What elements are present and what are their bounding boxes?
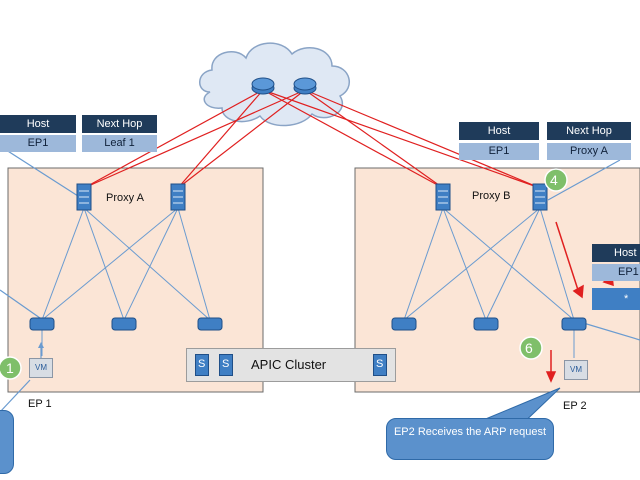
spine-switch-icon [435,183,451,211]
leaf-switch-icon [197,317,223,331]
table-cell-host: EP1 [459,143,539,160]
spine-label-proxy-b: Proxy B [472,190,511,202]
fabric-links-left [41,207,211,356]
server-icon [195,354,209,376]
callout-bubble-cropped [0,410,14,474]
step-6-number: 6 [525,340,533,356]
table-header-next-hop: Next Hop [547,122,631,140]
leaf-switch-icon [391,317,417,331]
router-icon [251,77,275,95]
step-1-badge [0,356,22,380]
step-4-number: 4 [550,172,558,188]
step-6-badge [519,336,543,360]
table-header-host: Host [0,115,76,133]
router-icon [293,77,317,95]
table-cell-host: EP1 [592,264,640,281]
table-cell-wildcard: * [592,288,640,310]
leaf-switch-icon [111,317,137,331]
step-4-badge [544,168,568,192]
leaf-switch-icon [561,317,587,331]
ep2-label: EP 2 [563,400,587,412]
vm-icon-ep2: VM [564,360,588,380]
spine-switch-icon [532,183,548,211]
leaf-switch-icon [29,317,55,331]
apic-cluster: APIC Cluster [186,348,396,382]
table-cell-next-hop: Leaf 1 [82,135,157,152]
step-1-number: 1 [6,360,14,376]
ep1-label: EP 1 [28,398,52,410]
vm-icon-ep1: VM [29,358,53,378]
spine-switch-icon [76,183,92,211]
table-header-next-hop: Next Hop [82,115,157,133]
ep1-uplink-arrow [38,342,44,348]
callout-ep2-receives: EP2 Receives the ARP request [386,418,554,460]
table-cell-host: EP1 [0,135,76,152]
table-cell-next-hop: Proxy A [547,143,631,160]
spine-switch-icon [170,183,186,211]
leaf-switch-icon [473,317,499,331]
fabric-links-right [403,207,575,358]
apic-cluster-label: APIC Cluster [251,357,327,372]
callout-connectors [0,145,640,413]
table-header-host: Host [592,244,640,262]
server-icon [373,354,387,376]
wan-links [83,89,541,189]
cloud-icon [199,42,350,127]
server-icon [219,354,233,376]
table-header-host: Host [459,122,539,140]
spine-label-proxy-a: Proxy A [106,192,144,204]
